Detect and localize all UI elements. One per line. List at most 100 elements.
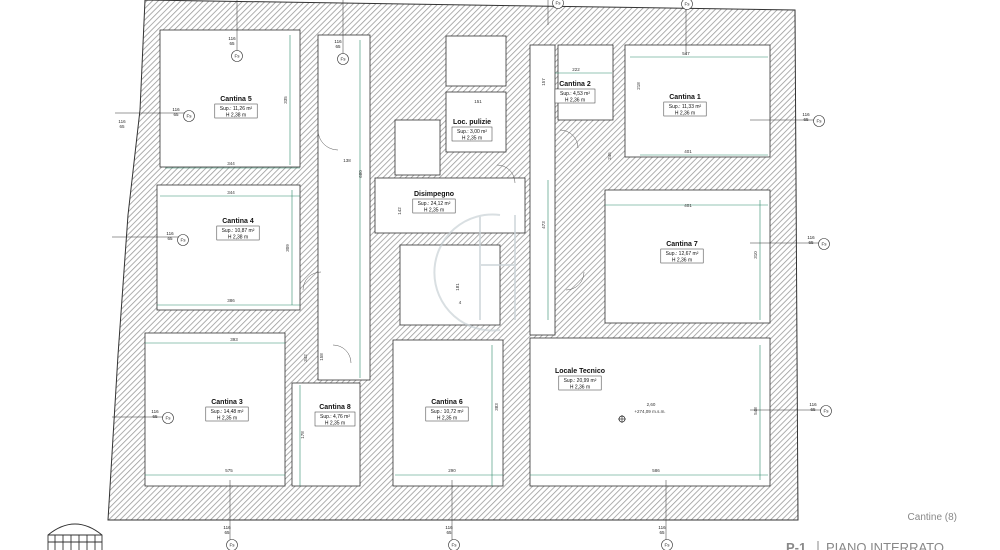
room-height: H 2,38 m — [228, 235, 248, 241]
room-height: H 2,36 m — [675, 111, 695, 117]
elevation-depth: 2,60 — [647, 402, 656, 407]
window-tag-icon — [177, 234, 189, 246]
room-height: H 2,36 m — [565, 98, 585, 104]
room-label-box — [663, 101, 707, 117]
room-area: Sup.: 12,67 m² — [666, 251, 699, 257]
dimension-lines — [145, 35, 768, 486]
dimension-value: 473 — [541, 221, 546, 229]
room-label-box — [314, 411, 356, 427]
dimension-value: 310 — [753, 251, 758, 259]
window-tag-label: Fs — [230, 543, 236, 548]
window-tag-label: Fs — [452, 543, 458, 548]
dimension-value: 342 — [303, 354, 308, 362]
dimension-value: 344 — [227, 161, 235, 166]
room-name: Cantina 1 — [669, 94, 701, 101]
room-area: Sup.: 4,76 m² — [320, 414, 350, 420]
room-name: Cantina 3 — [211, 399, 243, 406]
window-tag-label: Fs — [181, 238, 187, 243]
dimension-value: 335 — [283, 96, 288, 104]
window-height: 65 — [173, 112, 179, 117]
window-width: 116 — [151, 409, 159, 414]
window-height: 65 — [335, 44, 341, 49]
loc-pulizie-area — [445, 91, 507, 153]
building-icon — [47, 523, 103, 550]
window-tag-icon — [552, 0, 564, 9]
room-label: Cantina 4 Sup.: 10,87 m²H 2,38 m — [216, 218, 260, 241]
window-tag-label: Fs — [824, 409, 830, 414]
window-tag-icon — [183, 110, 195, 122]
window-tag-label: Fs — [341, 57, 347, 62]
cantina-4-area — [156, 184, 301, 311]
room-height: H 2,36 m — [570, 385, 590, 391]
room-area: Sup.: 4,53 m² — [560, 91, 590, 97]
window-tag-label: Fs — [556, 1, 562, 6]
elevation-label: +274,09 m.s.m. — [634, 409, 665, 414]
window-tag-icon — [818, 238, 830, 250]
elevation-marker: 2,60 +274,09 m.s.m. — [618, 402, 666, 423]
room-label: Cantina 8 Sup.: 4,76 m²H 2,35 m — [314, 404, 356, 427]
window-width: 116 — [807, 235, 815, 240]
window-tag-icon — [813, 115, 825, 127]
dimension-value: 386 — [227, 298, 235, 303]
corridor-east-area — [529, 44, 556, 336]
dimension-value: 218 — [636, 82, 641, 90]
window-height: 65 — [810, 407, 816, 412]
room-name: Cantina 4 — [222, 218, 254, 225]
window-callouts: Fs11665Fs11665Fs11665Fs11665Fs11665Fs116… — [151, 0, 832, 550]
room-area: Sup.: 24,12 m² — [418, 201, 451, 207]
dimension-value: 290 — [448, 468, 456, 473]
dimension-value: 680 — [358, 170, 363, 178]
room-height: H 2,35 m — [217, 416, 237, 422]
dimension-value: 157 — [541, 78, 546, 86]
room-label-box — [554, 88, 596, 104]
room-height: H 2,35 m — [325, 421, 345, 427]
window-tag-icon — [820, 405, 832, 417]
room-name: Cantina 2 — [559, 81, 591, 88]
dimension-value: 586 — [652, 468, 660, 473]
dimension-value: 4 — [459, 300, 462, 305]
window-height: 65 — [152, 414, 158, 419]
window-width: 116 — [166, 231, 174, 236]
room-label-box — [425, 406, 469, 422]
dimension-value: 393 — [230, 337, 238, 342]
window-width: 116 — [172, 107, 180, 112]
room-name: Loc. pulizie — [453, 119, 491, 126]
dimension-value: 309 — [285, 244, 290, 252]
room-label-box — [214, 103, 258, 119]
dimension-value: 222 — [572, 67, 580, 72]
room-height: H 2,38 m — [226, 113, 246, 119]
dimension-value: 548 — [753, 407, 758, 415]
window-tag-icon — [661, 539, 673, 550]
dimension-labels: 3443353443093863933425751581386801511421… — [118, 51, 758, 473]
room-area: Sup.: 20,99 m² — [564, 378, 597, 384]
dimension-value: 401 — [684, 149, 692, 154]
window-tag-icon — [231, 50, 243, 62]
room-area: Sup.: 10,87 m² — [222, 228, 255, 234]
room-name: Cantina 8 — [319, 404, 351, 411]
room-label-box — [412, 198, 456, 214]
window-height: 65 — [803, 117, 809, 122]
room-height: H 2,36 m — [672, 258, 692, 264]
dimension-value: 178 — [300, 431, 305, 439]
dimension-value: 401 — [684, 203, 692, 208]
window-tag-icon — [681, 0, 693, 10]
room-label-box — [660, 248, 704, 264]
footer-caption: Cantine (8) — [908, 512, 957, 523]
dimension-value: 245 — [607, 152, 612, 160]
window-tag-label: Fs — [665, 543, 671, 548]
room-height: H 2,35 m — [437, 416, 457, 422]
room-area: Sup.: 11,26 m² — [220, 106, 253, 112]
window-tag-label: Fs — [187, 114, 193, 119]
room-label-box — [451, 126, 493, 142]
